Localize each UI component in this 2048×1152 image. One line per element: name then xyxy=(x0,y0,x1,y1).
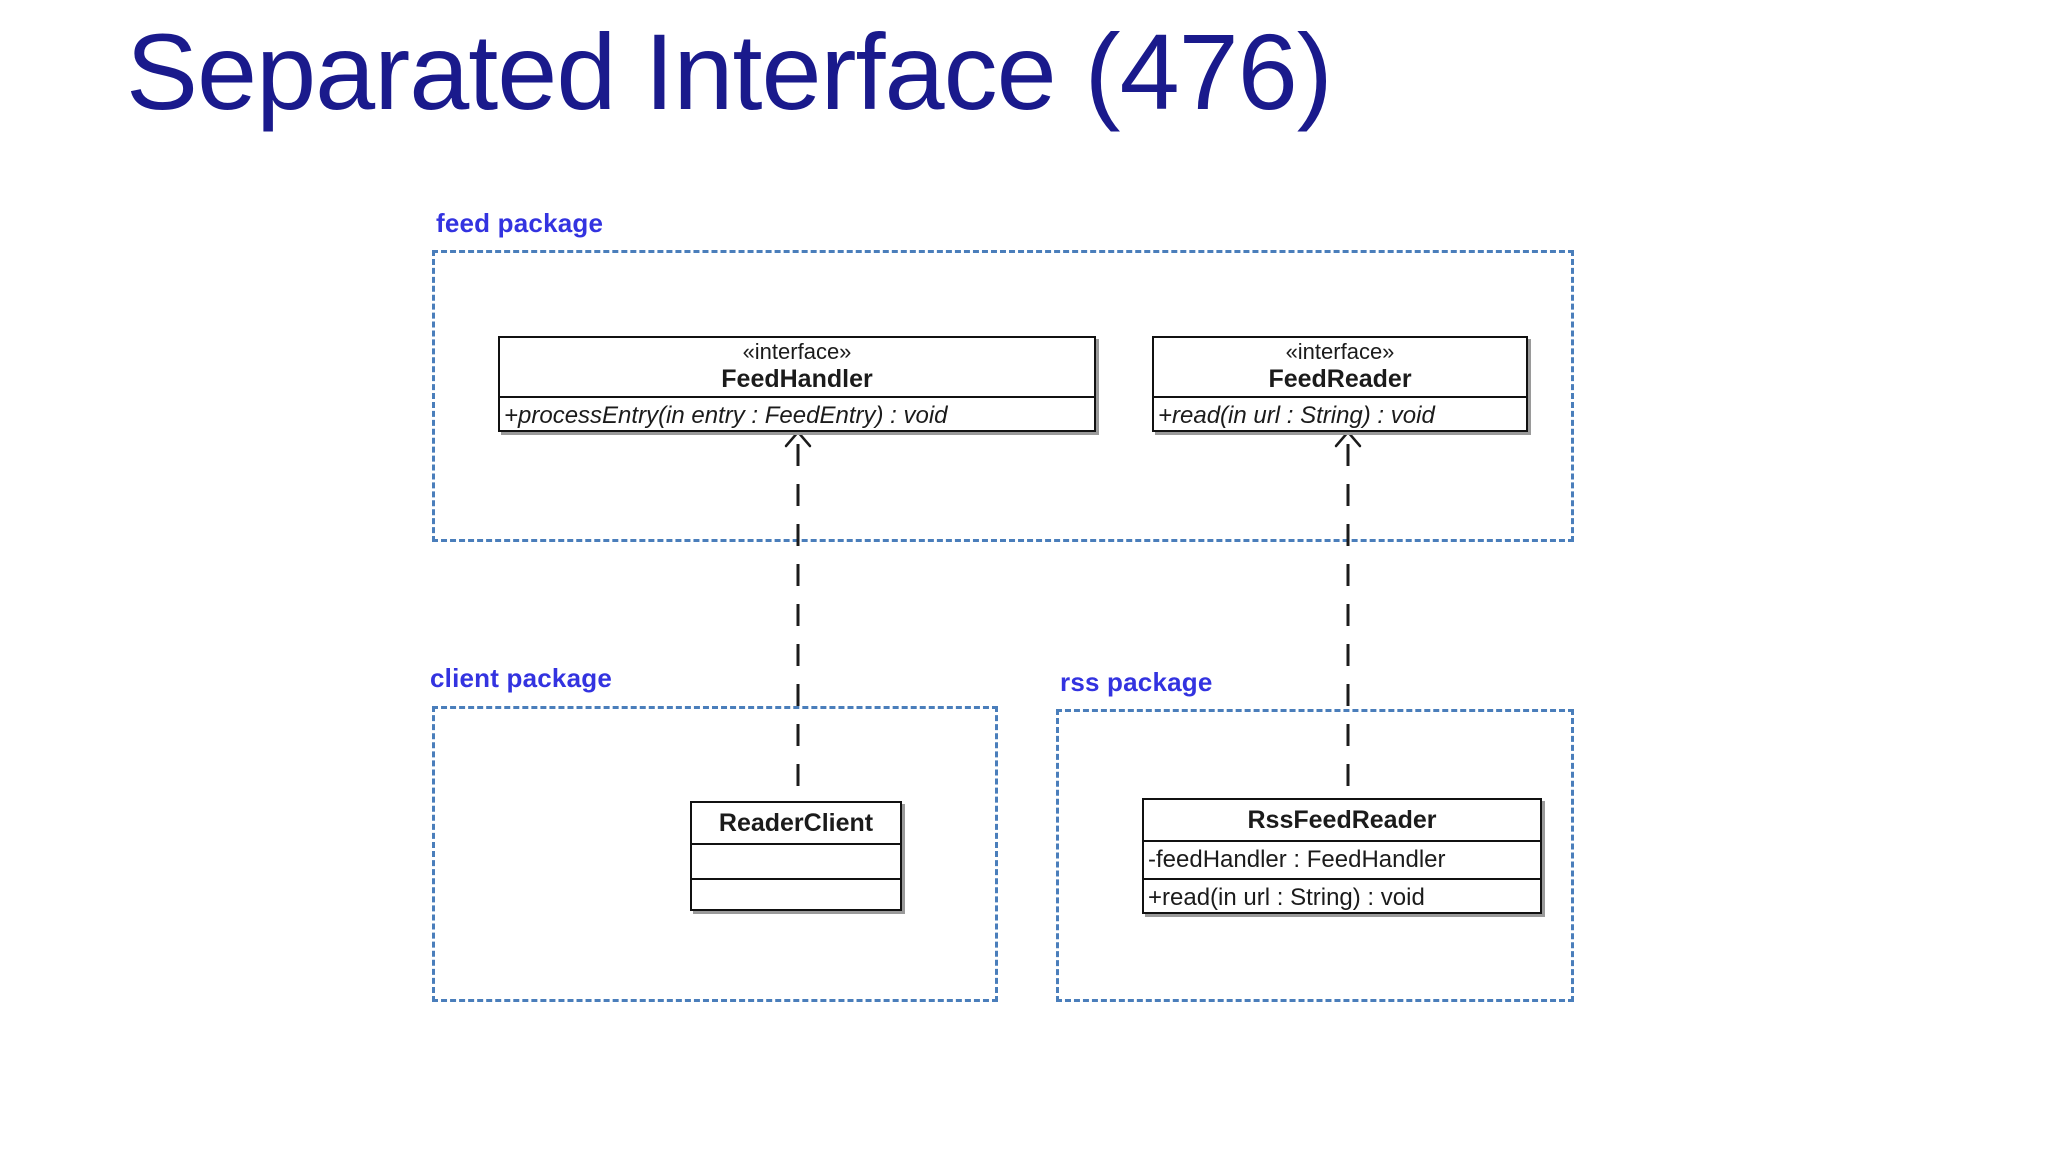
class-box-rssfeedreader[interactable]: RssFeedReader -feedHandler : FeedHandler… xyxy=(1142,798,1542,914)
class-header-rssfeedreader: RssFeedReader xyxy=(1144,800,1540,840)
class-operation-row: +processEntry(in entry : FeedEntry) : vo… xyxy=(500,396,1094,434)
package-frame-rss xyxy=(1056,709,1574,1002)
package-label-feed: feed package xyxy=(436,208,604,238)
package-frame-feed xyxy=(432,250,1574,542)
package-label-client: client package xyxy=(430,663,612,693)
package-frame-client xyxy=(432,706,998,1002)
class-box-feedhandler[interactable]: «interface» FeedHandler +processEntry(in… xyxy=(498,336,1096,432)
class-header-feedhandler: «interface» FeedHandler xyxy=(500,338,1094,396)
class-name-label: RssFeedReader xyxy=(1247,805,1437,834)
package-label-rss: rss package xyxy=(1060,667,1213,697)
class-header-feedreader: «interface» FeedReader xyxy=(1154,338,1526,396)
class-attribute-row: -feedHandler : FeedHandler xyxy=(1144,840,1540,878)
class-operation-row xyxy=(692,878,900,913)
class-attribute-row xyxy=(692,843,900,878)
class-operation-row: +read(in url : String) : void xyxy=(1154,396,1526,434)
class-name-label: FeedReader xyxy=(1268,365,1412,394)
class-box-readerclient[interactable]: ReaderClient xyxy=(690,801,902,911)
class-box-feedreader[interactable]: «interface» FeedReader +read(in url : St… xyxy=(1152,336,1528,432)
realization-connector-readerclient-to-feedhandler xyxy=(780,430,816,810)
stereotype-label: «interface» xyxy=(742,338,852,364)
class-name-label: ReaderClient xyxy=(718,808,874,837)
class-header-readerclient: ReaderClient xyxy=(692,803,900,843)
class-name-label: FeedHandler xyxy=(721,365,873,394)
realization-connector-rssfeedreader-to-feedreader xyxy=(1330,430,1366,808)
class-operation-row: +read(in url : String) : void xyxy=(1144,878,1540,916)
page-title: Separated Interface (476) xyxy=(126,11,1333,132)
stereotype-label: «interface» xyxy=(1285,338,1395,364)
